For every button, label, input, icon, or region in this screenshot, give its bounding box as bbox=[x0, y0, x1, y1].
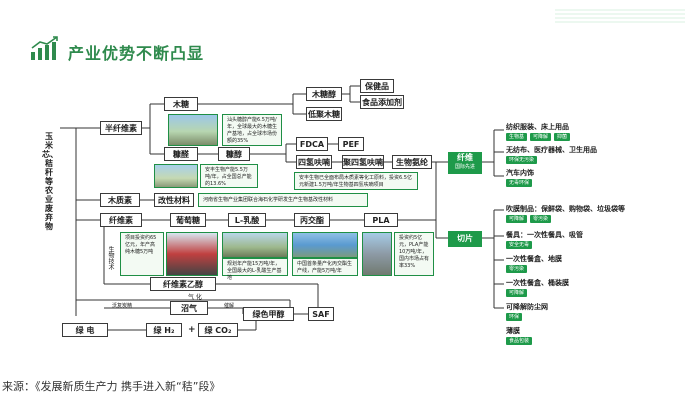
furfural-plant-photo bbox=[154, 164, 198, 188]
product-3-tag-0: 可降解 bbox=[506, 215, 528, 223]
lactide-note: 中国首条量产化丙交酯生产线，产能5万吨/年 bbox=[292, 258, 358, 276]
product-2: 汽车内饰 bbox=[506, 169, 534, 177]
hydro-label: 催解 bbox=[224, 303, 235, 309]
product-3: 吹膜制品：保鲜袋、购物袋、垃圾袋等 bbox=[506, 205, 625, 213]
glucose-team-photo bbox=[166, 232, 218, 276]
coal-tech-label: 沃复炭精 bbox=[112, 303, 133, 309]
product-0-tag-1: 可降解 bbox=[530, 133, 552, 141]
node-glucose: 葡萄糖 bbox=[170, 213, 206, 227]
xylose-plant-photo bbox=[168, 114, 218, 146]
furfural-note: 安丰生物产能5.5万吨/年，占全国总产能的13.6% bbox=[200, 164, 258, 188]
gas-label: 气 化 bbox=[188, 294, 202, 301]
pla-plant-photo bbox=[362, 232, 392, 276]
node-semicellulose: 半纤维素 bbox=[100, 121, 142, 135]
node-cellulose-ethanol: 纤维素乙醇 bbox=[150, 277, 216, 291]
node-lactic: L-乳酸 bbox=[228, 213, 266, 227]
node-furfural: 糠醛 bbox=[164, 147, 198, 161]
fiber-sub: 国际先进 bbox=[454, 164, 475, 170]
product-8: 薄膜 bbox=[506, 327, 520, 335]
node-xylitol: 木糖醇 bbox=[306, 87, 342, 101]
product-7: 可降解防尘网 bbox=[506, 303, 548, 311]
node-green-power: 绿 电 bbox=[62, 323, 108, 337]
lignin-note: 河南省生物产业集团联合海石化学研发生产生物基改性材料 bbox=[198, 193, 368, 207]
node-lignin: 木质素 bbox=[100, 193, 140, 207]
growth-chart-icon bbox=[31, 36, 58, 60]
node-biogas: 沼气 bbox=[170, 301, 208, 315]
node-lactide: 丙交酯 bbox=[294, 213, 330, 227]
node-green-co2: 绿 CO₂ bbox=[198, 323, 238, 337]
node-furfuryl: 糠醇 bbox=[218, 147, 250, 161]
node-thf-alcohol: 四氢呋喃 bbox=[296, 155, 332, 169]
page-title: 产业优势不断凸显 bbox=[68, 44, 205, 63]
connector-lines bbox=[60, 85, 504, 331]
node-saf: SAF bbox=[308, 307, 334, 321]
product-5-tag-0: 零污染 bbox=[506, 265, 528, 273]
node-pef: PEF bbox=[338, 137, 364, 151]
node-food-add: 食品添加剂 bbox=[360, 95, 404, 109]
node-cellulose: 纤维素 bbox=[100, 213, 142, 227]
product-8-tag-0: 食品包装 bbox=[506, 337, 533, 345]
biotech-label: 生物技术 bbox=[107, 246, 114, 270]
industry-chain-diagram: 玉米芯、秸秆等农业废弃物 半纤维素 木糖 木糖醇 低聚木糖 保健品 食品添加剂 … bbox=[38, 76, 658, 346]
node-fdca: FDCA bbox=[296, 137, 328, 151]
ptmeg-note: 安丰生物已全面布局木质素等化工原料，投资6.5亿元新建1.5万吨/年生物基四氢呋… bbox=[294, 172, 418, 190]
node-fiber: 纤维 国际先进 bbox=[448, 152, 482, 174]
product-1: 无纺布、医疗器械、卫生用品 bbox=[506, 146, 597, 154]
product-0-tag-2: 抑菌 bbox=[554, 133, 571, 141]
product-7-tag-0: 环保 bbox=[506, 313, 523, 321]
product-3-tag-1: 零污染 bbox=[530, 215, 552, 223]
lactide-plant-photo bbox=[292, 232, 358, 258]
node-green-methanol: 绿色甲醇 bbox=[243, 307, 294, 321]
lactic-plant-photo bbox=[222, 232, 288, 258]
node-modified: 改性材料 bbox=[154, 193, 194, 207]
product-2-tag-0: 无毒环保 bbox=[506, 179, 533, 187]
source-caption: 来源：《发展新质生产力 携手进入新“秸”段》 bbox=[2, 380, 221, 393]
node-bio-ammonia: 生物氨纶 bbox=[392, 155, 432, 169]
node-health: 保健品 bbox=[360, 79, 394, 93]
decoration-lines bbox=[555, 9, 685, 23]
node-xylose: 木糖 bbox=[164, 97, 198, 111]
root-label: 玉米芯、秸秆等农业废弃物 bbox=[42, 132, 58, 231]
product-0: 纺织服装、床上用品 bbox=[506, 123, 569, 131]
product-5: 一次性餐盒、地膜 bbox=[506, 255, 562, 263]
node-pla: PLA bbox=[364, 213, 398, 227]
lactic-note: 规划年产能15万吨/年，全国最大的L-乳酸生产基地 bbox=[222, 258, 288, 281]
product-0-tag-0: 生物基 bbox=[506, 133, 528, 141]
product-4: 餐具：一次性餐具、吸管 bbox=[506, 231, 583, 239]
product-6-tag-0: 可降解 bbox=[506, 289, 528, 297]
product-6: 一次性餐盒、桶装膜 bbox=[506, 279, 569, 287]
node-green-h2: 绿 H₂ bbox=[146, 323, 182, 337]
product-1-tag-0: 环保无污染 bbox=[506, 156, 538, 164]
xylose-note: 汕头糖醇产能6.5万吨/年，全球最大的木糖生产基地，占全球市场份额的35% bbox=[222, 114, 282, 146]
product-4-tag-0: 安全无毒 bbox=[506, 241, 533, 249]
fiber-label: 纤维 bbox=[457, 153, 473, 162]
plus-sign: + bbox=[188, 325, 196, 335]
node-oligo: 低聚木糖 bbox=[306, 107, 342, 121]
node-chip: 切片 bbox=[448, 231, 482, 247]
glucose-note: 项目投资约65亿元，年产高纯木糖5万吨 bbox=[120, 232, 164, 276]
slide: 产业优势不断凸显 bbox=[31, 9, 685, 346]
pla-note: 投资约5亿元，PLA产能10万吨/年，国内市场占有率33% bbox=[394, 232, 434, 276]
node-ptmeg: 聚四氢呋喃 bbox=[342, 155, 384, 169]
